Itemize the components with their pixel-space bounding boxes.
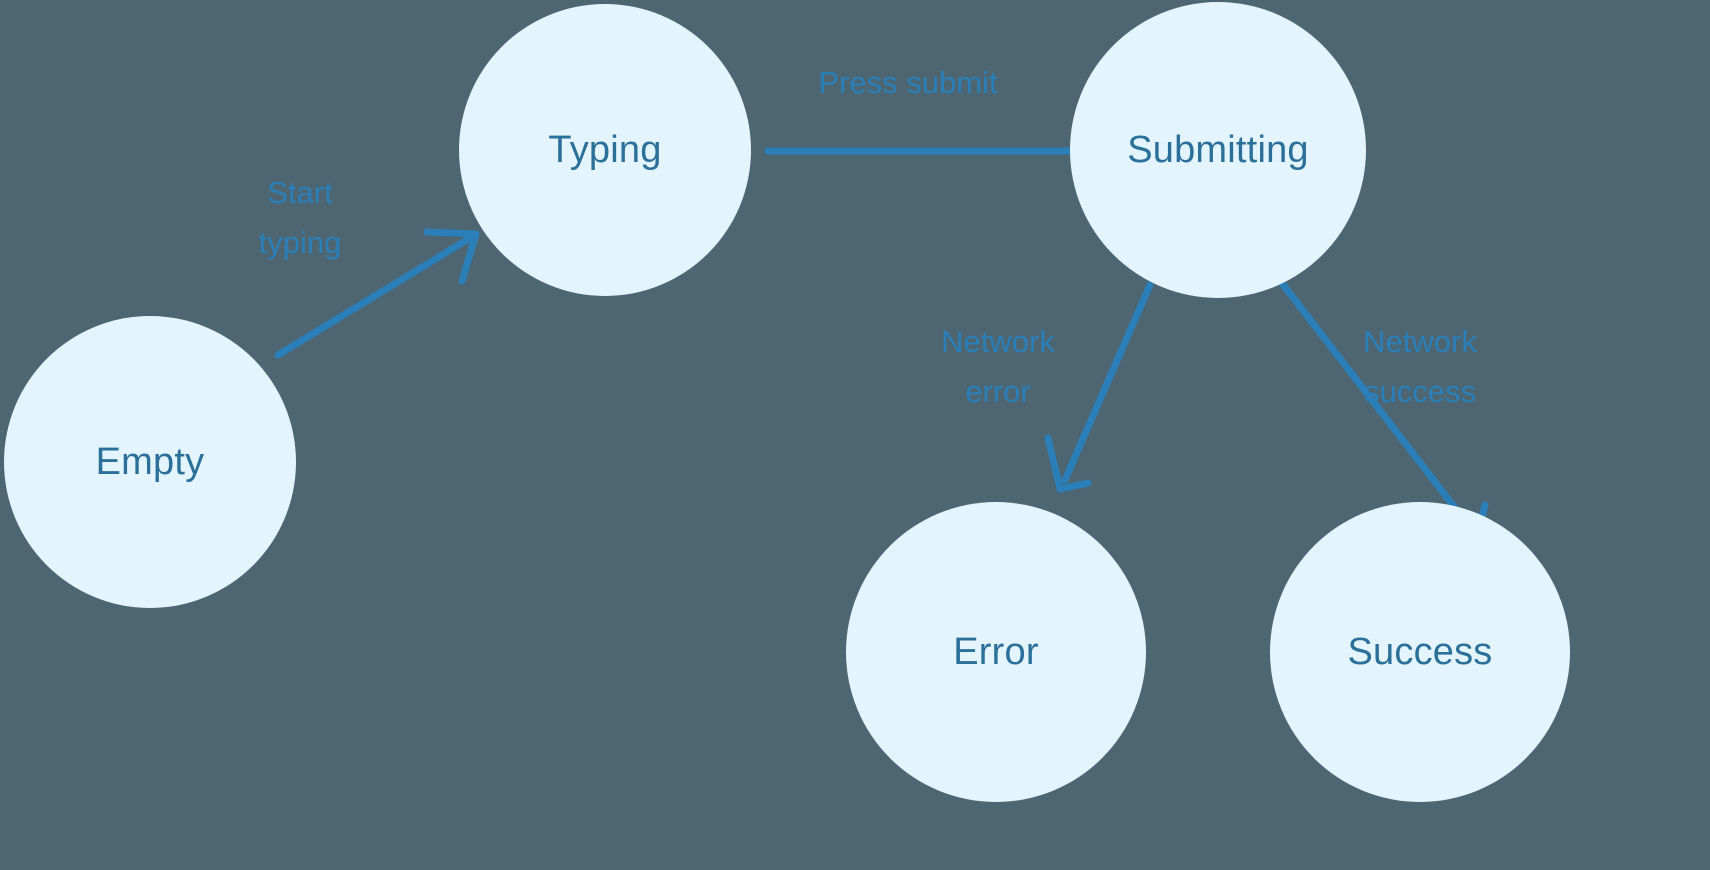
arrowhead-submitting-to-error [1044,434,1092,493]
edge-label-network-error: Network error [798,317,1198,416]
state-node-success[interactable]: Success [1270,502,1570,802]
edge-label-start-typing: Start typing [100,168,500,267]
edge-label-line: Network [1363,324,1477,359]
state-node-typing[interactable]: Typing [459,4,751,296]
state-node-submitting[interactable]: Submitting [1070,2,1366,298]
state-node-error[interactable]: Error [846,502,1146,802]
edge-label-line: Press submit [818,65,998,100]
state-node-success-label: Success [1347,631,1493,673]
edge-label-press-submit: Press submit [708,58,1108,108]
edge-label-line: Network [941,324,1055,359]
state-node-typing-label: Typing [548,129,662,171]
state-node-empty-label: Empty [95,441,205,483]
edge-label-line: Start [267,175,333,210]
edge-label-network-success: Network success [1220,317,1620,416]
arrowhead-empty-to-typing [423,228,480,285]
edge-submitting-to-error [1044,281,1154,493]
edge-line-submitting-to-error [1061,281,1154,484]
state-node-submitting-label: Submitting [1127,129,1309,171]
state-node-empty[interactable]: Empty [4,316,296,608]
edge-label-line: typing [258,224,342,260]
edge-label-line: success [1364,373,1476,409]
edge-line-submitting-to-success [1274,274,1476,534]
edge-label-line: error [965,373,1031,409]
state-node-error-label: Error [953,631,1039,673]
edge-line-empty-to-typing [274,234,474,359]
edge-empty-to-typing [274,228,480,359]
